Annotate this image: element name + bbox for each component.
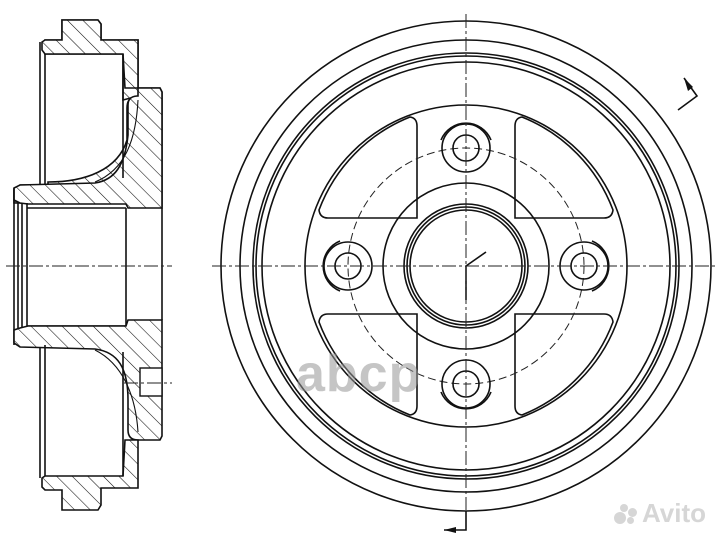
recess-bottom-right xyxy=(514,313,614,416)
abcp-watermark: abcp xyxy=(296,345,422,403)
avito-watermark: Avito xyxy=(612,500,706,526)
section-arrow-bottom xyxy=(444,511,467,533)
avito-text: Avito xyxy=(642,498,707,528)
stud-hole xyxy=(139,367,163,397)
section-curve xyxy=(94,99,139,183)
recess-bottom-left xyxy=(318,313,418,416)
avito-logo-icon xyxy=(612,502,638,524)
section-arrow-top-right xyxy=(677,77,699,111)
cross-section-view xyxy=(6,19,172,511)
section-bottom-flange xyxy=(41,439,139,511)
section-curve xyxy=(94,349,139,433)
radius-indicator xyxy=(465,251,487,267)
front-view xyxy=(212,14,718,533)
section-top-flange xyxy=(41,19,139,89)
recess-top-left xyxy=(318,116,418,219)
section-top-web xyxy=(13,87,163,209)
recess-top-right xyxy=(514,116,614,219)
